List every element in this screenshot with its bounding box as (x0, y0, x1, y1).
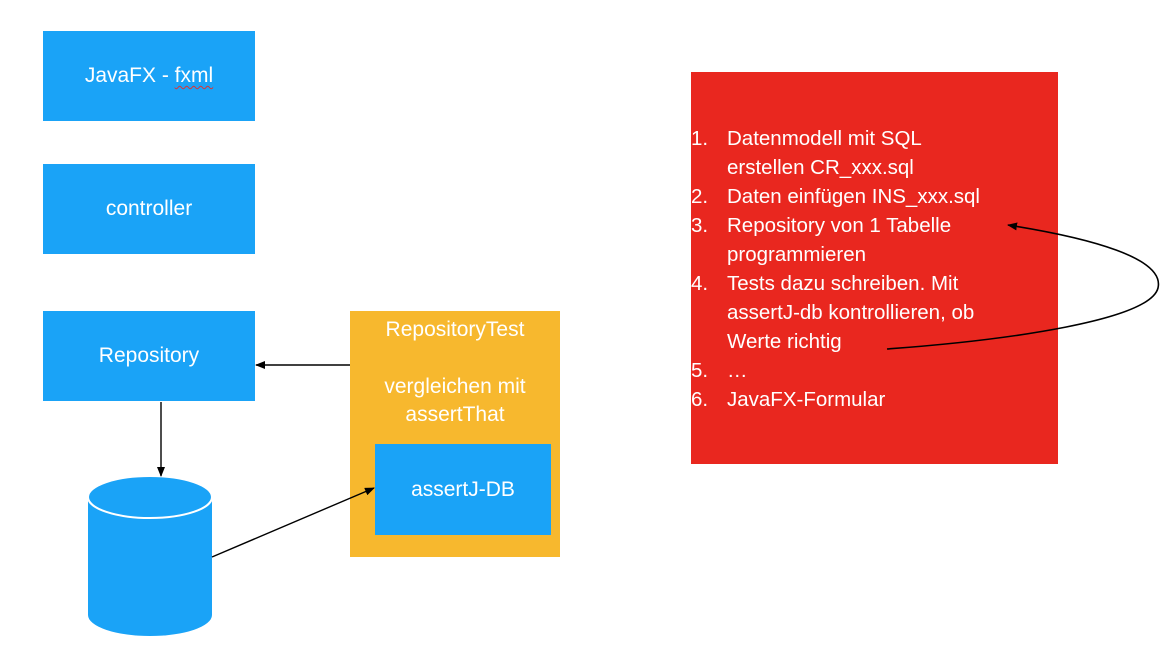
javafx-fxml-box: JavaFX - fxml (43, 31, 255, 121)
assertj-db-box: assertJ-DB (375, 444, 551, 535)
repository-test-description: vergleichen mit assertThat (384, 375, 526, 426)
fxml-label: fxml (174, 64, 214, 87)
step-text: JavaFX-Formular (727, 388, 886, 411)
step-item: 6. JavaFX-Formular (691, 385, 1027, 414)
step-text: Tests dazu schreiben. Mit assertJ-db kon… (727, 272, 975, 353)
steps-list: 1. Datenmodell mit SQL erstellen CR_xxx.s… (691, 124, 1027, 414)
assertj-db-label: assertJ-DB (411, 477, 515, 501)
step-number: 3. (691, 214, 709, 237)
controller-box: controller (43, 164, 255, 254)
step-text: Datenmodell mit SQL erstellen CR_xxx.sql (727, 127, 922, 179)
step-item: 3. Repository von 1 Tabelle programmieren (691, 211, 1027, 269)
step-text: Repository von 1 Tabelle programmieren (727, 214, 952, 266)
step-item: 1. Datenmodell mit SQL erstellen CR_xxx.s… (691, 124, 1027, 182)
step-item: 2. Daten einfügen INS_xxx.sql (691, 182, 1027, 211)
step-number: 2. (691, 185, 709, 208)
step-item: 4. Tests dazu schreiben. Mit assertJ-db k… (691, 269, 1027, 356)
javafx-label-prefix: JavaFX - (84, 64, 175, 87)
steps-panel: 1. Datenmodell mit SQL erstellen CR_xxx.s… (691, 72, 1058, 464)
javafx-fxml-label: JavaFX - fxml (85, 64, 213, 88)
repository-box: Repository (43, 311, 255, 401)
step-number: 6. (691, 388, 709, 411)
repository-label: Repository (98, 344, 200, 367)
step-text: … (727, 359, 748, 382)
step-number: 1. (691, 127, 709, 150)
step-item: 5. … (691, 356, 1027, 385)
step-text: Daten einfügen INS_xxx.sql (727, 185, 980, 208)
step-number: 4. (691, 272, 709, 295)
database-cylinder-icon (87, 475, 213, 636)
controller-label: controller (105, 197, 193, 220)
repository-test-title: RepositoryTest (385, 318, 525, 341)
step-number: 5. (691, 359, 709, 382)
